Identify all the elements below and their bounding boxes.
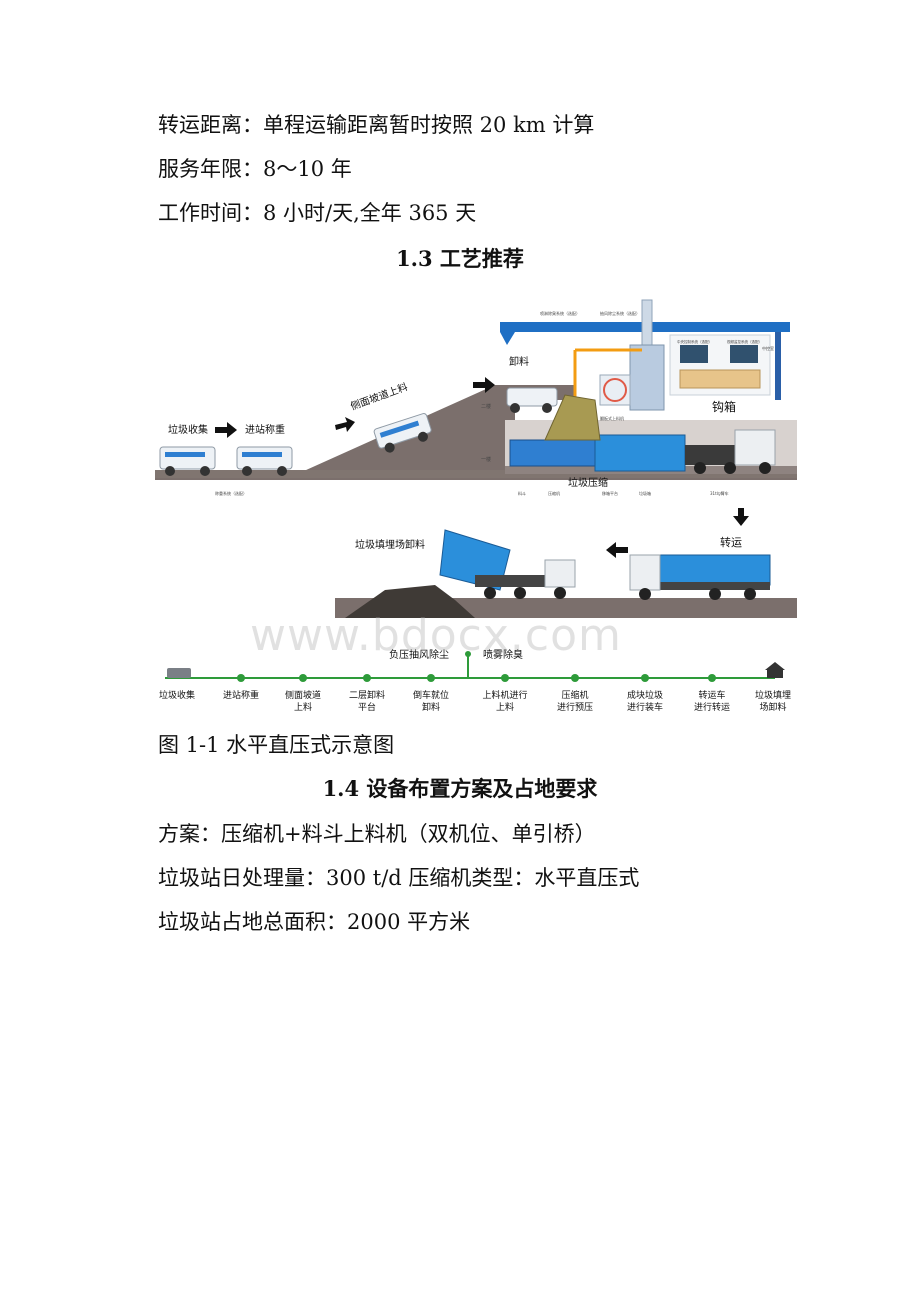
scheme-line: 方案：压缩机+料斗上料机（双机位、单引桥）: [158, 822, 596, 846]
timeline-label-line2: 进行转运: [694, 701, 730, 713]
timeline-label-line2: 进行装车: [627, 701, 663, 713]
label-weigh-system: 称重系统（选配）: [215, 490, 247, 496]
timeline-node: [571, 674, 579, 682]
unloading-truck: [506, 387, 558, 413]
timeline-label: 垃圾收集: [159, 689, 195, 701]
collection-truck-1: [159, 446, 216, 476]
label-part-truck: 31t勾臂车: [710, 490, 729, 496]
timeline-label: 二层卸料: [349, 689, 385, 701]
label-spray-system: 喷淋除臭系统（选配）: [540, 310, 580, 316]
timeline-label-line2: 平台: [358, 701, 376, 713]
timeline-end-house-icon: [765, 662, 785, 678]
timeline-label: 压缩机: [561, 689, 588, 701]
label-central-control: 中央控制系统（选配）: [677, 339, 712, 344]
timeline-label-line2: 上料: [294, 701, 312, 713]
label-lift-feeder: 翻板式上料机: [600, 415, 624, 421]
label-part-compressor: 压缩机: [548, 490, 560, 496]
timeline-label-line2: 场卸料: [759, 701, 786, 713]
label-part-box: 垃圾箱: [639, 490, 651, 496]
section-heading-1-4: 1.4 设备布置方案及占地要求: [322, 776, 598, 801]
label-ramp: 侧面坡道上料: [349, 380, 410, 413]
landfill-pile: [345, 585, 475, 618]
label-floor-1: 一楼: [481, 456, 491, 463]
arrow-right-1: [215, 422, 237, 438]
label-transfer: 转运: [720, 535, 742, 549]
ramp-truck: [373, 413, 432, 453]
service-life-line: 服务年限：8～10 年: [158, 157, 352, 181]
timeline-label: 侧面坡道: [285, 689, 321, 701]
timeline-label: 上料机进行: [482, 689, 527, 701]
label-floor-2: 二楼: [481, 403, 491, 410]
collection-truck-2: [236, 446, 293, 476]
compactor-machine: [509, 439, 601, 467]
label-part-platform: 移箱平台: [602, 490, 618, 496]
label-video-monitor: 视频监控系统（选配）: [727, 339, 762, 344]
label-landfill: 垃圾填埋场卸料: [355, 538, 425, 551]
timeline-node: [501, 674, 509, 682]
process-diagram-figure: 垃圾收集 进站称重 侧面坡道上料 卸料 钩箱 垃圾压缩 称重系统（选配） 二楼 …: [155, 290, 797, 720]
timeline-node: [427, 674, 435, 682]
label-unload: 卸料: [509, 355, 529, 368]
timeline-label: 转运车: [698, 689, 725, 701]
timeline-label: 进站称重: [223, 689, 259, 701]
timeline-label: 倒车就位: [413, 689, 449, 701]
timeline-node: [641, 674, 649, 682]
hook-truck: [685, 429, 776, 474]
label-compress: 垃圾压缩: [568, 476, 608, 489]
capacity-line: 垃圾站日处理量：300 t/d 压缩机类型：水平直压式: [158, 866, 640, 890]
hook-container: [594, 434, 686, 472]
label-control-room: 中控室: [762, 345, 774, 351]
upper-ground: [155, 385, 797, 480]
label-weigh: 进站称重: [245, 423, 285, 436]
transfer-distance-line: 转运距离：单程运输距离暂时按照 20 km 计算: [158, 113, 595, 137]
label-collect: 垃圾收集: [168, 423, 208, 436]
timeline-label: 垃圾填埋: [755, 689, 791, 701]
timeline-label-line2: 进行预压: [557, 701, 593, 713]
label-hook: 钩箱: [712, 399, 736, 414]
timeline-label: 成块垃圾: [627, 689, 663, 701]
timeline-node: [299, 674, 307, 682]
transfer-truck: [629, 554, 771, 600]
arrow-down: [733, 508, 749, 526]
timeline-node: [363, 674, 371, 682]
timeline-node: [708, 674, 716, 682]
label-part-hopper: 料斗: [518, 490, 526, 496]
arrow-right-3: [473, 377, 495, 393]
label-spray: 喷雾除臭: [483, 648, 523, 661]
timeline-label-line2: 卸料: [422, 701, 440, 713]
timeline-node: [237, 674, 245, 682]
section-heading-1-3: 1.3 工艺推荐: [396, 246, 524, 271]
timeline-start-truck-icon: [167, 668, 191, 678]
area-line: 垃圾站占地总面积：2000 平方米: [158, 910, 471, 934]
upper-ground-strip: [155, 470, 797, 478]
dump-truck: [439, 529, 576, 599]
label-dust: 负压抽风除尘: [389, 648, 449, 661]
timeline-label-line2: 上料: [496, 701, 514, 713]
arrow-right-2: [335, 417, 355, 432]
figure-caption: 图 1-1 水平直压式示意图: [158, 733, 395, 757]
garbage-pile: [544, 394, 601, 441]
label-dust-system: 抽风除尘系统（选配）: [600, 310, 640, 316]
working-time-line: 工作时间：8 小时/天,全年 365 天: [158, 201, 477, 225]
timeline-nodes: 垃圾收集进站称重侧面坡道上料二层卸料平台倒车就位卸料上料机进行上料压缩机进行预压…: [159, 674, 791, 713]
arrow-left: [606, 542, 628, 558]
